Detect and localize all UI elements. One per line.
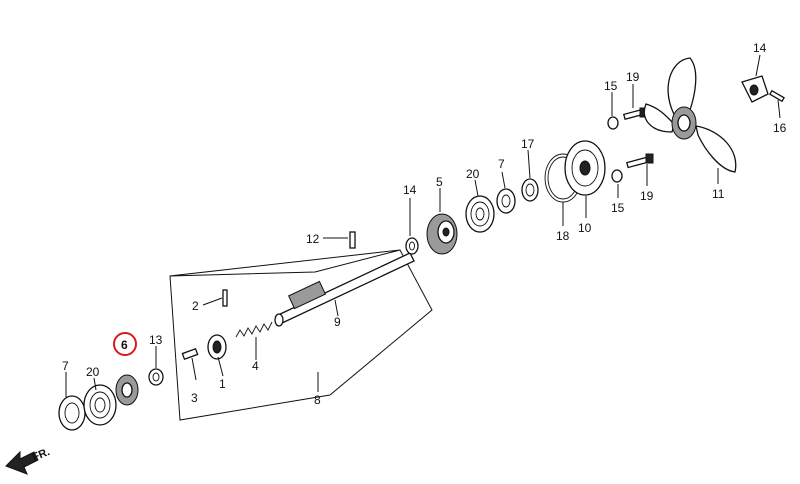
part-label-1: 1	[219, 377, 226, 391]
part-19-bolt-lower	[626, 153, 654, 169]
part-label-3: 3	[191, 391, 198, 405]
part-10-bearing-holder	[564, 140, 606, 196]
part-5-bevel-gear	[426, 213, 458, 255]
part-15-washer-upper	[607, 116, 619, 130]
part-12-pin	[349, 231, 356, 249]
assembly-bracket	[169, 249, 433, 421]
part-label-5: 5	[436, 175, 443, 189]
part-label-11: 11	[712, 187, 725, 201]
part-17-o-ring	[521, 178, 539, 202]
part-20-bearing-right	[465, 195, 495, 233]
front-direction-arrow: FR.	[5, 446, 52, 475]
part-2-pin	[222, 289, 228, 307]
part-1-dog-clutch	[207, 334, 227, 360]
part-label-16: 16	[773, 121, 787, 135]
part-label-15-upper: 15	[604, 79, 618, 93]
part-label-18: 18	[556, 229, 570, 243]
part-label-20-right: 20	[466, 167, 480, 181]
highlight-ring-part-6	[113, 332, 137, 356]
part-label-12: 12	[306, 232, 320, 246]
part-label-20-left: 20	[86, 365, 100, 379]
part-4-spring	[235, 321, 273, 338]
part-label-19-lower: 19	[640, 189, 654, 203]
part-3-pin	[181, 347, 199, 361]
part-label-14-right: 14	[403, 183, 417, 197]
part-14-washer-right	[405, 237, 419, 255]
leader-lines	[65, 54, 781, 397]
part-label-7-left: 7	[62, 359, 69, 373]
part-label-4: 4	[252, 359, 259, 373]
part-label-14-left: 13	[149, 333, 163, 347]
part-14-washer-left	[148, 368, 164, 386]
part-7-oil-seal-left	[58, 395, 86, 431]
part-11-propeller	[643, 57, 737, 173]
part-label-6: 6	[121, 338, 128, 352]
part-label-9: 9	[334, 315, 341, 329]
part-label-19-upper: 19	[626, 70, 640, 84]
part-label-2: 2	[192, 299, 199, 313]
part-label-15-lower: 15	[611, 201, 625, 215]
part-9-propeller-shaft	[274, 252, 415, 327]
part-15-washer-lower	[611, 169, 623, 183]
part-19-bolt-upper	[622, 107, 648, 121]
part-label-10: 10	[578, 221, 592, 235]
part-label-13: 14	[753, 41, 767, 55]
part-label-8: 8	[314, 393, 321, 407]
part-6-pinion-gear	[115, 374, 139, 406]
part-20-bearing-left	[83, 384, 117, 426]
front-direction-label: FR.	[31, 446, 52, 464]
part-label-7-right: 7	[498, 157, 505, 171]
part-7-oil-seal-right	[496, 188, 516, 214]
part-label-17: 17	[521, 137, 535, 151]
part-16-cotter-pin	[769, 89, 785, 103]
part-13-propeller-nut	[741, 75, 769, 103]
